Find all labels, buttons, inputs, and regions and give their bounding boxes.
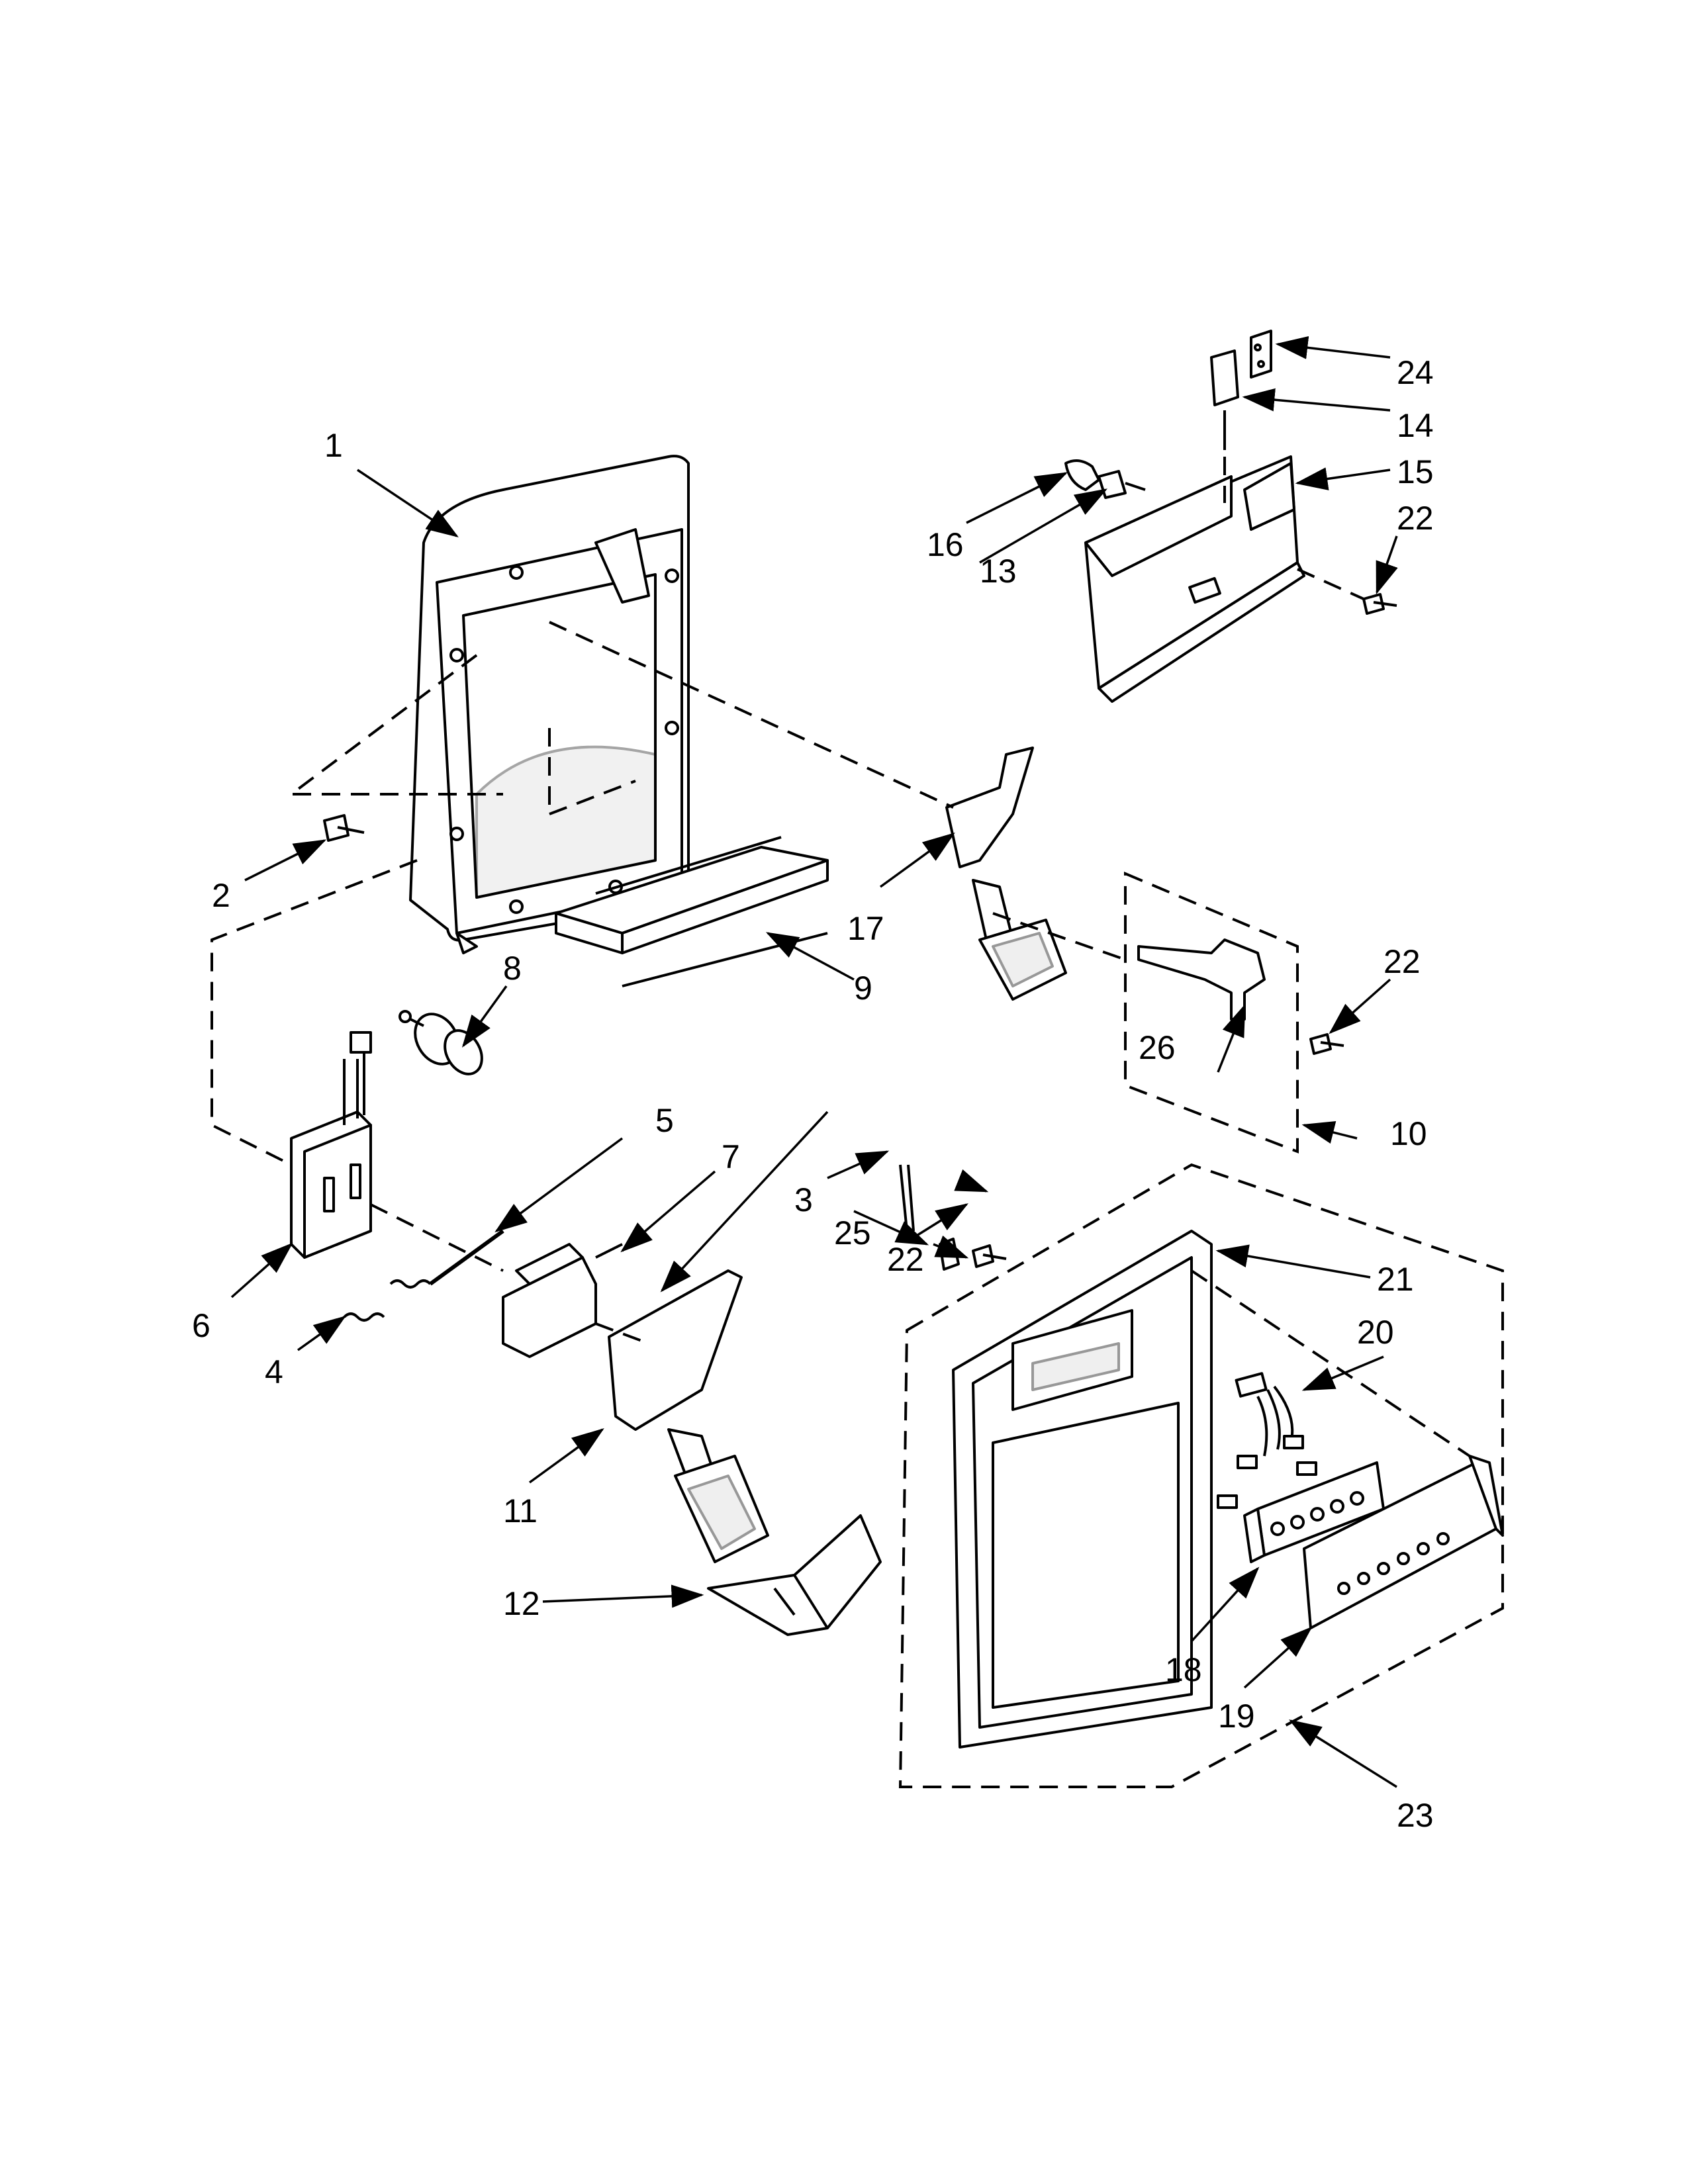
part-5-pin [429, 1229, 504, 1286]
part-7-hinge [502, 1243, 623, 1358]
callout-6: 6 [192, 1307, 211, 1344]
callout-19: 19 [1218, 1698, 1255, 1735]
callout-22-mid: 22 [887, 1241, 924, 1278]
part-24-plate [1250, 330, 1272, 379]
callout-14: 14 [1397, 407, 1434, 444]
callout-20: 20 [1357, 1314, 1394, 1351]
part-4-springs [343, 1279, 432, 1322]
callout-26: 26 [1139, 1029, 1176, 1066]
part-15-actuator-bracket [1084, 455, 1305, 703]
callout-22-top: 22 [1397, 500, 1434, 537]
callout-25: 25 [834, 1214, 871, 1251]
callout-21: 21 [1377, 1261, 1414, 1298]
callout-13: 13 [980, 553, 1017, 590]
part-22-screw-top [1362, 593, 1397, 615]
part-23-assembly-outline [898, 1163, 1504, 1788]
part-16-bulb [1064, 459, 1100, 491]
callout-11: 11 [503, 1492, 538, 1529]
callout-labels: 1 2 3 4 5 6 7 8 9 10 11 12 13 14 15 16 1… [192, 354, 1434, 1834]
part-22-screw-right [1309, 1033, 1344, 1055]
part-19-membrane-overlay [1303, 1455, 1504, 1629]
callout-16: 16 [927, 526, 964, 563]
part-2-screw [323, 814, 365, 842]
part-22-screw-mid [972, 1244, 1007, 1268]
assembly-leader-lines [211, 621, 1471, 1457]
part-11-water-paddle [608, 1269, 769, 1563]
callout-17: 17 [847, 910, 884, 947]
callout-12: 12 [503, 1585, 540, 1622]
callout-24: 24 [1397, 354, 1434, 391]
part-8-damper [399, 1010, 483, 1075]
part-6-solenoid [290, 1031, 372, 1259]
part-3-spring [899, 1164, 915, 1232]
callout-18: 18 [1165, 1651, 1202, 1688]
callout-1: 1 [324, 427, 343, 464]
callout-arrows [230, 336, 1398, 1788]
part-26-linkage [1137, 938, 1266, 1021]
part-12-spill-guard [707, 1514, 882, 1636]
callout-10: 10 [1390, 1115, 1427, 1152]
part-13-socket [1098, 470, 1146, 499]
callout-4: 4 [265, 1353, 283, 1390]
part-17-ice-paddle [945, 747, 1067, 1001]
callout-5: 5 [655, 1102, 674, 1139]
callout-8: 8 [503, 950, 522, 987]
callout-23: 23 [1397, 1797, 1434, 1834]
part-1-dispenser-housing [409, 455, 690, 954]
part-9-drip-tray [555, 836, 829, 987]
part-10-assembly-box [1124, 871, 1299, 1154]
callout-22-right: 22 [1383, 943, 1421, 980]
part-14-switch [1210, 349, 1239, 450]
part-21-dispenser-front [952, 1230, 1213, 1749]
callout-9: 9 [854, 970, 872, 1007]
callout-7: 7 [722, 1138, 740, 1175]
callout-15: 15 [1397, 453, 1434, 490]
part-20-wire-harness [1217, 1372, 1317, 1509]
callout-3: 3 [794, 1181, 813, 1218]
callout-2: 2 [212, 877, 230, 914]
